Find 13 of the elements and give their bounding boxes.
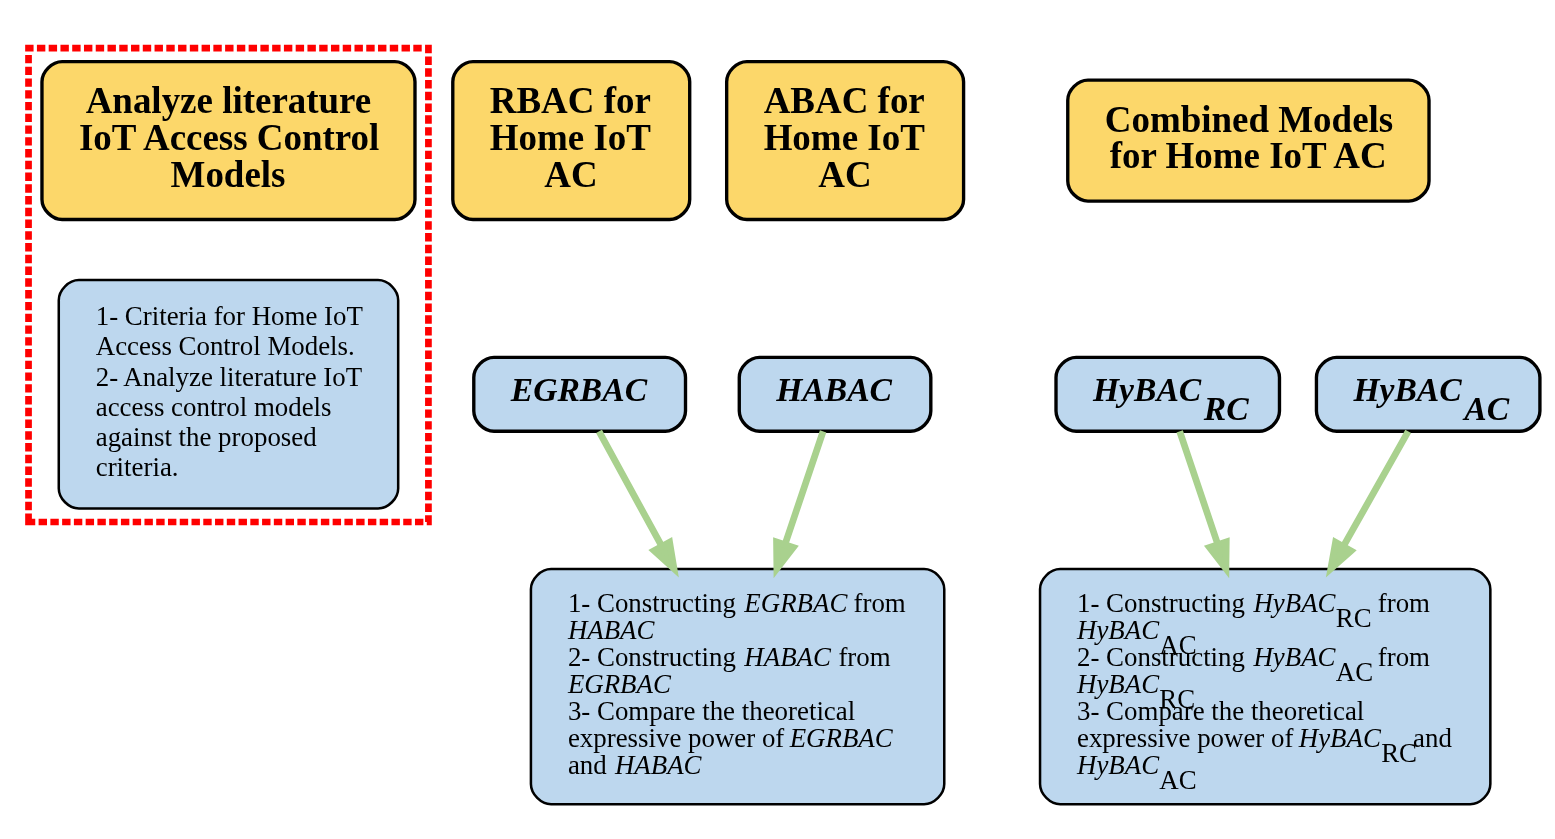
node-box: 1- Constructing EGRBAC from HABAC 2- Constructing HABAC from EGRBAC 3- Compare the theoretical expressive power of EGRBAC and HABAC: [529, 567, 946, 806]
arrow: [773, 430, 827, 579]
arrow: [596, 429, 679, 578]
node-box: Analyze literature IoT Access Control Models: [40, 59, 417, 222]
node-box: EGRBAC: [472, 355, 688, 433]
cluster: [25, 44, 432, 526]
arrow: [1176, 430, 1230, 579]
node-box: Combined Models for Home IoT AC: [1066, 78, 1431, 203]
node-box: 1- Criteria for Home IoT Access Control Models. 2- Analyze literature IoT access control models against the proposed criteria.: [57, 278, 400, 510]
node-box: RBAC for Home IoT AC: [451, 59, 692, 222]
node-box: ABAC for Home IoT AC: [725, 59, 966, 222]
node-box: HABAC: [737, 355, 933, 433]
arrow: [1325, 429, 1412, 578]
